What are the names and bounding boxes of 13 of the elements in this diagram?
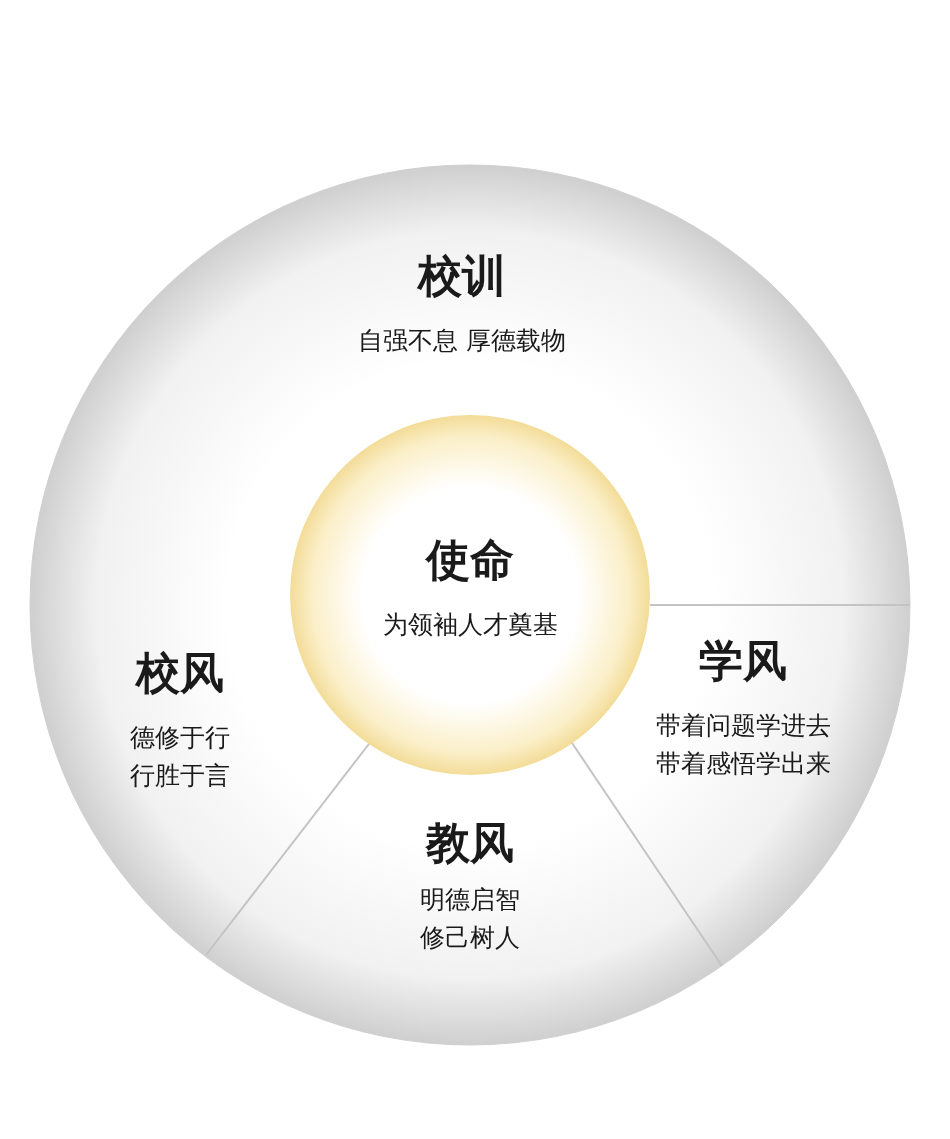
motto-text: 行胜于言: [130, 760, 230, 792]
heading: 校风: [136, 646, 224, 700]
heading: 使命: [426, 533, 514, 587]
heading: 校训: [418, 249, 506, 303]
heading: 教风: [426, 816, 514, 870]
motto-text: 德修于行: [130, 722, 230, 754]
motto-text: 带着问题学进去: [655, 710, 831, 742]
motto-text: 为领袖人才奠基: [382, 609, 558, 641]
motto-text: 明德启智: [420, 884, 520, 916]
heading: 学风: [699, 634, 787, 688]
motto-text: 带着感悟学出来: [655, 748, 831, 780]
motto-text: 自强不息 厚德载物: [358, 325, 566, 357]
motto-text: 修己树人: [420, 922, 520, 954]
